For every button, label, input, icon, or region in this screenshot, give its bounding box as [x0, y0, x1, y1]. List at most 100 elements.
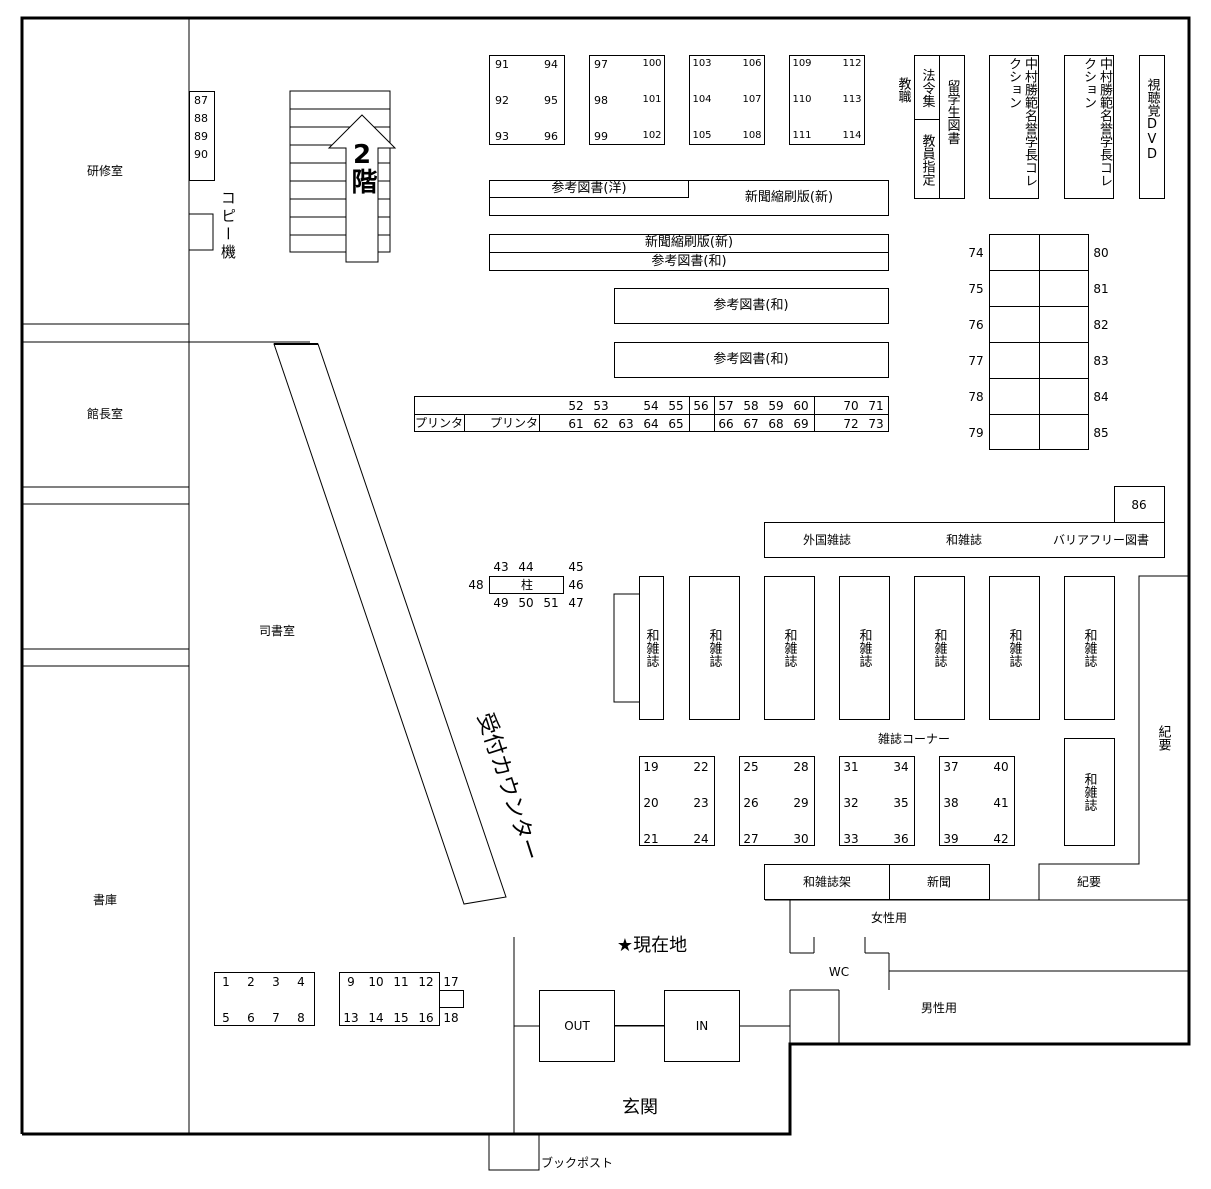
- barrier-free-label: バリアフリー図書: [1052, 533, 1150, 547]
- seat-number: 40: [993, 760, 1009, 774]
- pc-row-divider: [714, 396, 715, 432]
- pillar: [489, 576, 564, 594]
- shelf-number: 113: [842, 94, 862, 105]
- shelf-number: 96: [544, 130, 558, 143]
- jp-magazine-shelf: [639, 576, 664, 720]
- pc-number: 64: [643, 417, 659, 431]
- exit-gate: [539, 990, 615, 1062]
- seat-number: 27: [743, 832, 759, 846]
- pc-row-divider: [689, 396, 690, 432]
- pc-number: 58: [743, 399, 759, 413]
- seat-block-9-16: [339, 972, 440, 1026]
- shelf-number: 100: [642, 58, 662, 69]
- shelf-number: 89: [194, 130, 208, 143]
- shelf-number: 101: [642, 94, 662, 105]
- seat-number: 37: [943, 760, 959, 774]
- shelf-number: 114: [842, 130, 862, 141]
- pc-number: 63: [618, 417, 634, 431]
- shelf-number: 86: [1131, 498, 1147, 512]
- shelf-number: 83: [1093, 354, 1109, 368]
- jp-magazine-shelf: [839, 576, 890, 720]
- magazine-corner-label: 雑誌コーナー: [877, 732, 951, 746]
- seat-block-31-36: [839, 756, 915, 846]
- nakamura-collection-label-2: 中村勝範名誉学長コレクション: [1081, 57, 1112, 187]
- intl-student-books-label: 留学生図書: [944, 79, 960, 145]
- shelf-block-103-108: [689, 55, 765, 145]
- faculty-designated-label: 教員指定: [919, 134, 935, 186]
- jp-magazine-shelf-label: 和雑誌: [856, 628, 872, 668]
- jp-magazine-shelf-label: 和雑誌: [1081, 772, 1097, 812]
- seat-number: 11: [393, 975, 409, 989]
- current-location-label: ★現在地: [616, 935, 688, 956]
- seat-number: 22: [693, 760, 709, 774]
- seat-number: 24: [693, 832, 709, 846]
- pc-row-divider: [539, 414, 540, 432]
- shelf-number: 76: [968, 318, 984, 332]
- printer-label-2: プリンタ: [489, 416, 539, 430]
- jp-magazine-shelf-label: 和雑誌: [931, 628, 947, 668]
- shelf-number: 90: [194, 148, 208, 161]
- seat-number: 45: [568, 560, 584, 574]
- jp-reference-label-3: 参考図書(和): [713, 352, 789, 367]
- seat-number: 10: [368, 975, 384, 989]
- seat-number: 12: [418, 975, 434, 989]
- seat-number: 43: [493, 560, 509, 574]
- shelf-number: 84: [1093, 390, 1109, 404]
- foreign-magazine-label: 外国雑誌: [802, 533, 852, 547]
- shelf-number: 106: [742, 58, 762, 69]
- shelf-number: 78: [968, 390, 984, 404]
- shelf-number: 97: [594, 58, 608, 71]
- nakamura-shelf-2: [1064, 55, 1114, 199]
- seat-number: 33: [843, 832, 859, 846]
- nakamura-shelf-1: [989, 55, 1039, 199]
- jp-magazine-rack: [764, 864, 890, 900]
- grid-divider: [989, 306, 1089, 307]
- seat-number: 47: [568, 596, 584, 610]
- jp-magazine-shelf-label: 和雑誌: [706, 628, 722, 668]
- seat-number: 25: [743, 760, 759, 774]
- jp-magazine-shelf-label: 和雑誌: [1081, 628, 1097, 668]
- librarian-room-label: 司書室: [258, 624, 296, 638]
- seat-number: 23: [693, 796, 709, 810]
- jp-magazine-shelf: [689, 576, 740, 720]
- shelf-block-109-114: [789, 55, 865, 145]
- newspaper-reduced-label-1: 新聞縮刷版(新): [744, 190, 834, 205]
- seat-number: 34: [893, 760, 909, 774]
- jp-reference-label-2: 参考図書(和): [713, 298, 789, 313]
- jp-reference-shelf-2: [614, 288, 889, 324]
- seat-number: 14: [368, 1011, 384, 1025]
- shelf-number: 95: [544, 94, 558, 107]
- shelf-number: 111: [792, 130, 812, 141]
- seat-number: 16: [418, 1011, 434, 1025]
- seat-number: 41: [993, 796, 1009, 810]
- seat-number: 9: [347, 975, 355, 989]
- pc-number: 54: [643, 399, 659, 413]
- seat-number: 31: [843, 760, 859, 774]
- law-shelf-divider: [914, 119, 940, 120]
- jp-magazine-shelf: [764, 576, 815, 720]
- pc-number: 66: [718, 417, 734, 431]
- jp-magazine-shelf: [914, 576, 965, 720]
- jp-magazine-shelf-label: 和雑誌: [1006, 628, 1022, 668]
- shelf-number: 75: [968, 282, 984, 296]
- pc-number: 61: [568, 417, 584, 431]
- pc-number: 72: [843, 417, 859, 431]
- seat-number: 39: [943, 832, 959, 846]
- female-restroom-label: 女性用: [870, 911, 908, 925]
- shelf-87-90: [189, 91, 215, 181]
- copy-machine-label: コピー機: [219, 190, 237, 262]
- seat-number: 15: [393, 1011, 409, 1025]
- shelf-number: 85: [1093, 426, 1109, 440]
- seat-number: 30: [793, 832, 809, 846]
- shelf-number: 91: [495, 58, 509, 71]
- wc-label: WC: [828, 965, 850, 979]
- seat-number: 51: [543, 596, 559, 610]
- shelf-number: 105: [692, 130, 712, 141]
- pc-number: 55: [668, 399, 684, 413]
- grid-divider: [989, 414, 1089, 415]
- shelf-86: [1114, 486, 1165, 523]
- pc-number: 73: [868, 417, 884, 431]
- jp-reference-shelf-3: [614, 342, 889, 378]
- jp-magazine-label: 和雑誌: [945, 533, 983, 547]
- newspaper-label: 新聞: [926, 875, 952, 889]
